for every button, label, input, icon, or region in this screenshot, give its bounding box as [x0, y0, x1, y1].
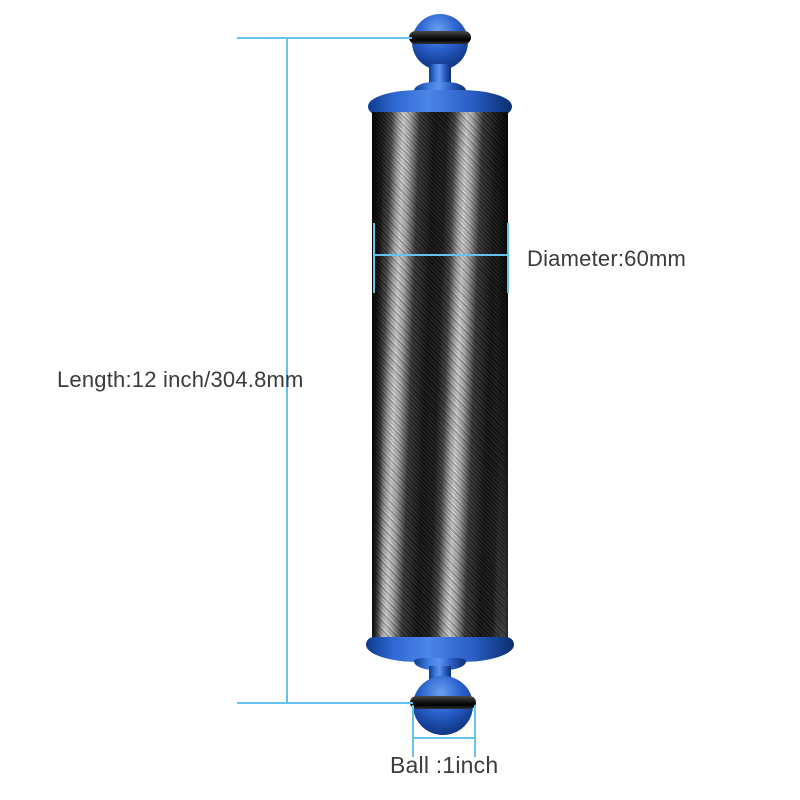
bottom-end-cap	[366, 637, 514, 662]
length-extension-line-top	[237, 37, 412, 39]
top-end-cap	[368, 90, 512, 114]
ball-label: Ball :1inch	[390, 752, 499, 778]
length-dimension-line	[286, 37, 288, 704]
diameter-tick-right	[507, 223, 509, 293]
ball-tick-right	[474, 705, 476, 757]
bottom-neck-flare	[414, 658, 466, 670]
ball-dimension-line	[412, 737, 476, 739]
length-label: Length:12 inch/304.8mm	[57, 367, 304, 392]
bottom-ball-oring	[410, 696, 476, 709]
ball-tick-left	[412, 705, 414, 757]
diameter-tick-left	[373, 223, 375, 293]
diameter-dimension-line	[374, 254, 508, 256]
top-neck	[429, 64, 451, 86]
length-extension-line-bottom	[237, 702, 413, 704]
carbon-fiber-tube	[372, 112, 508, 638]
top-ball-oring	[409, 31, 471, 44]
diameter-label: Diameter:60mm	[527, 246, 687, 271]
